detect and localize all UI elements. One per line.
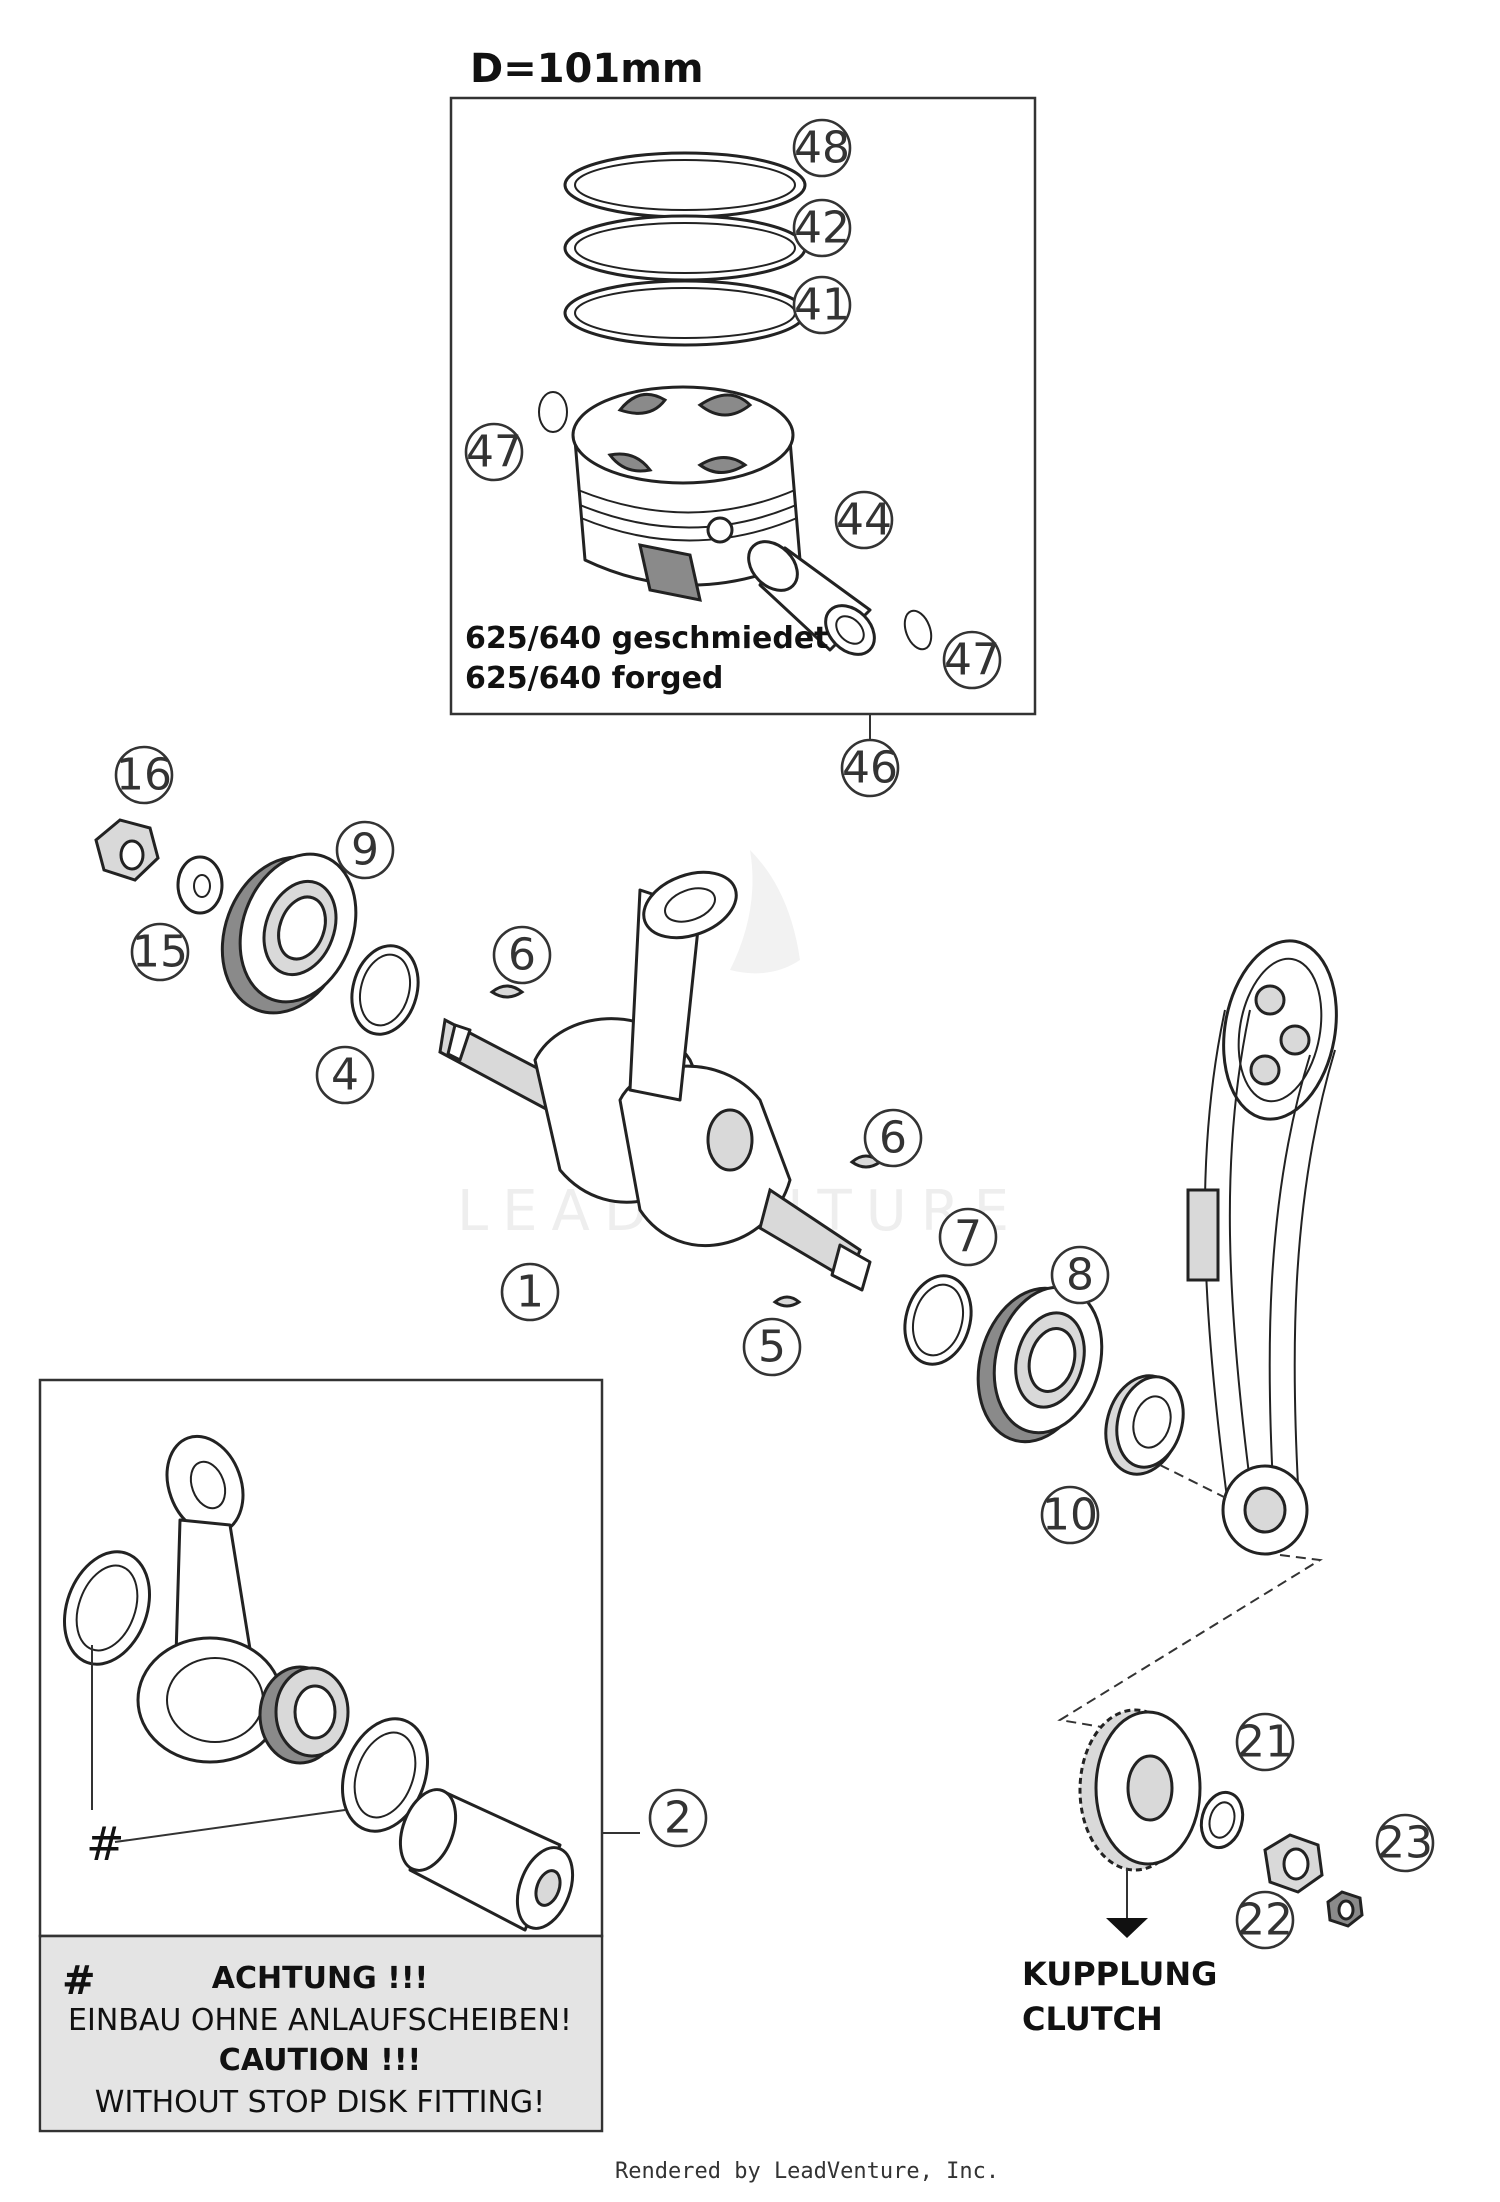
shim-4	[350, 944, 420, 1036]
callout-46: 46	[840, 738, 900, 798]
callout-21: 21	[1235, 1712, 1295, 1772]
callout-42: 42	[792, 198, 852, 258]
bearing-8	[976, 1285, 1104, 1444]
callout-6-right: 6	[863, 1108, 923, 1168]
thrust-washer-right	[340, 1717, 430, 1833]
svg-text:5: 5	[758, 1322, 786, 1373]
diameter-label: D=101mm	[470, 46, 704, 92]
clutch-label-line2: CLUTCH	[1022, 2000, 1163, 2038]
caution-box	[38, 1934, 604, 2133]
callout-47-left: 47	[464, 422, 524, 482]
svg-text:21: 21	[1237, 1717, 1293, 1768]
svg-text:4: 4	[331, 1050, 359, 1101]
caution-box-fill	[42, 1938, 600, 2129]
callout-9: 9	[335, 820, 395, 880]
circlip-47-right	[903, 609, 933, 651]
callout-44: 44	[834, 490, 894, 550]
hash-symbol: #	[86, 1817, 125, 1871]
callout-47-right: 47	[942, 630, 1002, 690]
shim-7	[903, 1274, 973, 1366]
svg-text:1: 1	[516, 1267, 544, 1318]
svg-text:47: 47	[944, 635, 1000, 686]
washer-15	[176, 855, 224, 915]
svg-text:42: 42	[794, 203, 850, 254]
clutch-label-line1: KUPPLUNG	[1022, 1955, 1217, 1993]
callout-15: 15	[130, 922, 190, 982]
callout-5: 5	[742, 1317, 802, 1377]
caution-line1: ACHTUNG !!!	[212, 1961, 428, 1996]
svg-text:9: 9	[351, 825, 379, 876]
thrust-washer-left	[62, 1550, 152, 1666]
callout-4: 4	[315, 1045, 375, 1105]
needle-bearing	[258, 1665, 350, 1765]
leader-hash-washer-right	[114, 1809, 346, 1843]
piston-pin-44	[747, 540, 876, 656]
piston-kit-box	[449, 96, 1037, 716]
svg-text:44: 44	[836, 495, 892, 546]
callout-10: 10	[1040, 1485, 1100, 1545]
svg-text:2: 2	[664, 1793, 692, 1844]
callout-22: 22	[1235, 1890, 1295, 1950]
piston-ring-42	[563, 214, 807, 282]
callout-1: 1	[500, 1262, 560, 1322]
nut-16	[94, 818, 160, 882]
callout-23: 23	[1375, 1813, 1435, 1873]
svg-text:22: 22	[1237, 1895, 1293, 1946]
callout-7: 7	[938, 1207, 998, 1267]
crankshaft	[438, 870, 872, 1292]
piston-ring-48	[563, 151, 807, 219]
caution-line4: WITHOUT STOP DISK FITTING!	[95, 2085, 545, 2120]
bearing-9	[220, 852, 358, 1015]
crank-pin	[398, 1788, 575, 1932]
caution-line3: CAUTION !!!	[219, 2043, 421, 2078]
svg-text:6: 6	[879, 1113, 907, 1164]
circlip-47-left	[538, 391, 568, 433]
connecting-rod	[136, 1434, 284, 1764]
svg-text:16: 16	[116, 750, 172, 801]
primary-gear	[1078, 1708, 1202, 1872]
piston-note-line1: 625/640 geschmiedet	[465, 621, 829, 656]
nut-22	[1263, 1833, 1324, 1894]
callout-6-left: 6	[492, 925, 552, 985]
dash-chain-link	[1159, 1464, 1231, 1501]
svg-text:7: 7	[954, 1212, 982, 1263]
svg-text:23: 23	[1377, 1818, 1433, 1869]
svg-text:41: 41	[794, 280, 850, 331]
svg-text:46: 46	[842, 743, 898, 794]
svg-text:8: 8	[1066, 1250, 1094, 1301]
woodruff-key-5	[772, 1295, 802, 1308]
piston-note-line2: 625/640 forged	[465, 661, 723, 696]
svg-text:6: 6	[508, 930, 536, 981]
callout-41: 41	[792, 275, 852, 335]
timing-chain	[1186, 939, 1338, 1556]
svg-text:47: 47	[466, 427, 522, 478]
svg-text:10: 10	[1042, 1490, 1098, 1541]
caution-line2: EINBAU OHNE ANLAUFSCHEIBEN!	[68, 2003, 572, 2038]
piston-ring-41	[563, 279, 807, 347]
svg-text:48: 48	[794, 123, 850, 174]
callout-16: 16	[114, 745, 174, 805]
shaft-seal-10	[1104, 1374, 1185, 1476]
callout-8: 8	[1050, 1245, 1110, 1305]
dash-chain-to-gear	[1057, 1554, 1323, 1731]
callout-48: 48	[792, 118, 852, 178]
footer-credit: Rendered by LeadVenture, Inc.	[615, 2159, 999, 2184]
caution-symbol: #	[62, 1958, 96, 2004]
svg-text:15: 15	[132, 927, 188, 978]
lock-washer-21	[1199, 1790, 1245, 1850]
woodruff-key-6-left	[489, 984, 525, 999]
callout-2: 2	[648, 1788, 708, 1848]
arrow-down-icon	[1106, 1918, 1148, 1938]
piston	[571, 385, 802, 602]
small-nut-23	[1326, 1890, 1364, 1928]
